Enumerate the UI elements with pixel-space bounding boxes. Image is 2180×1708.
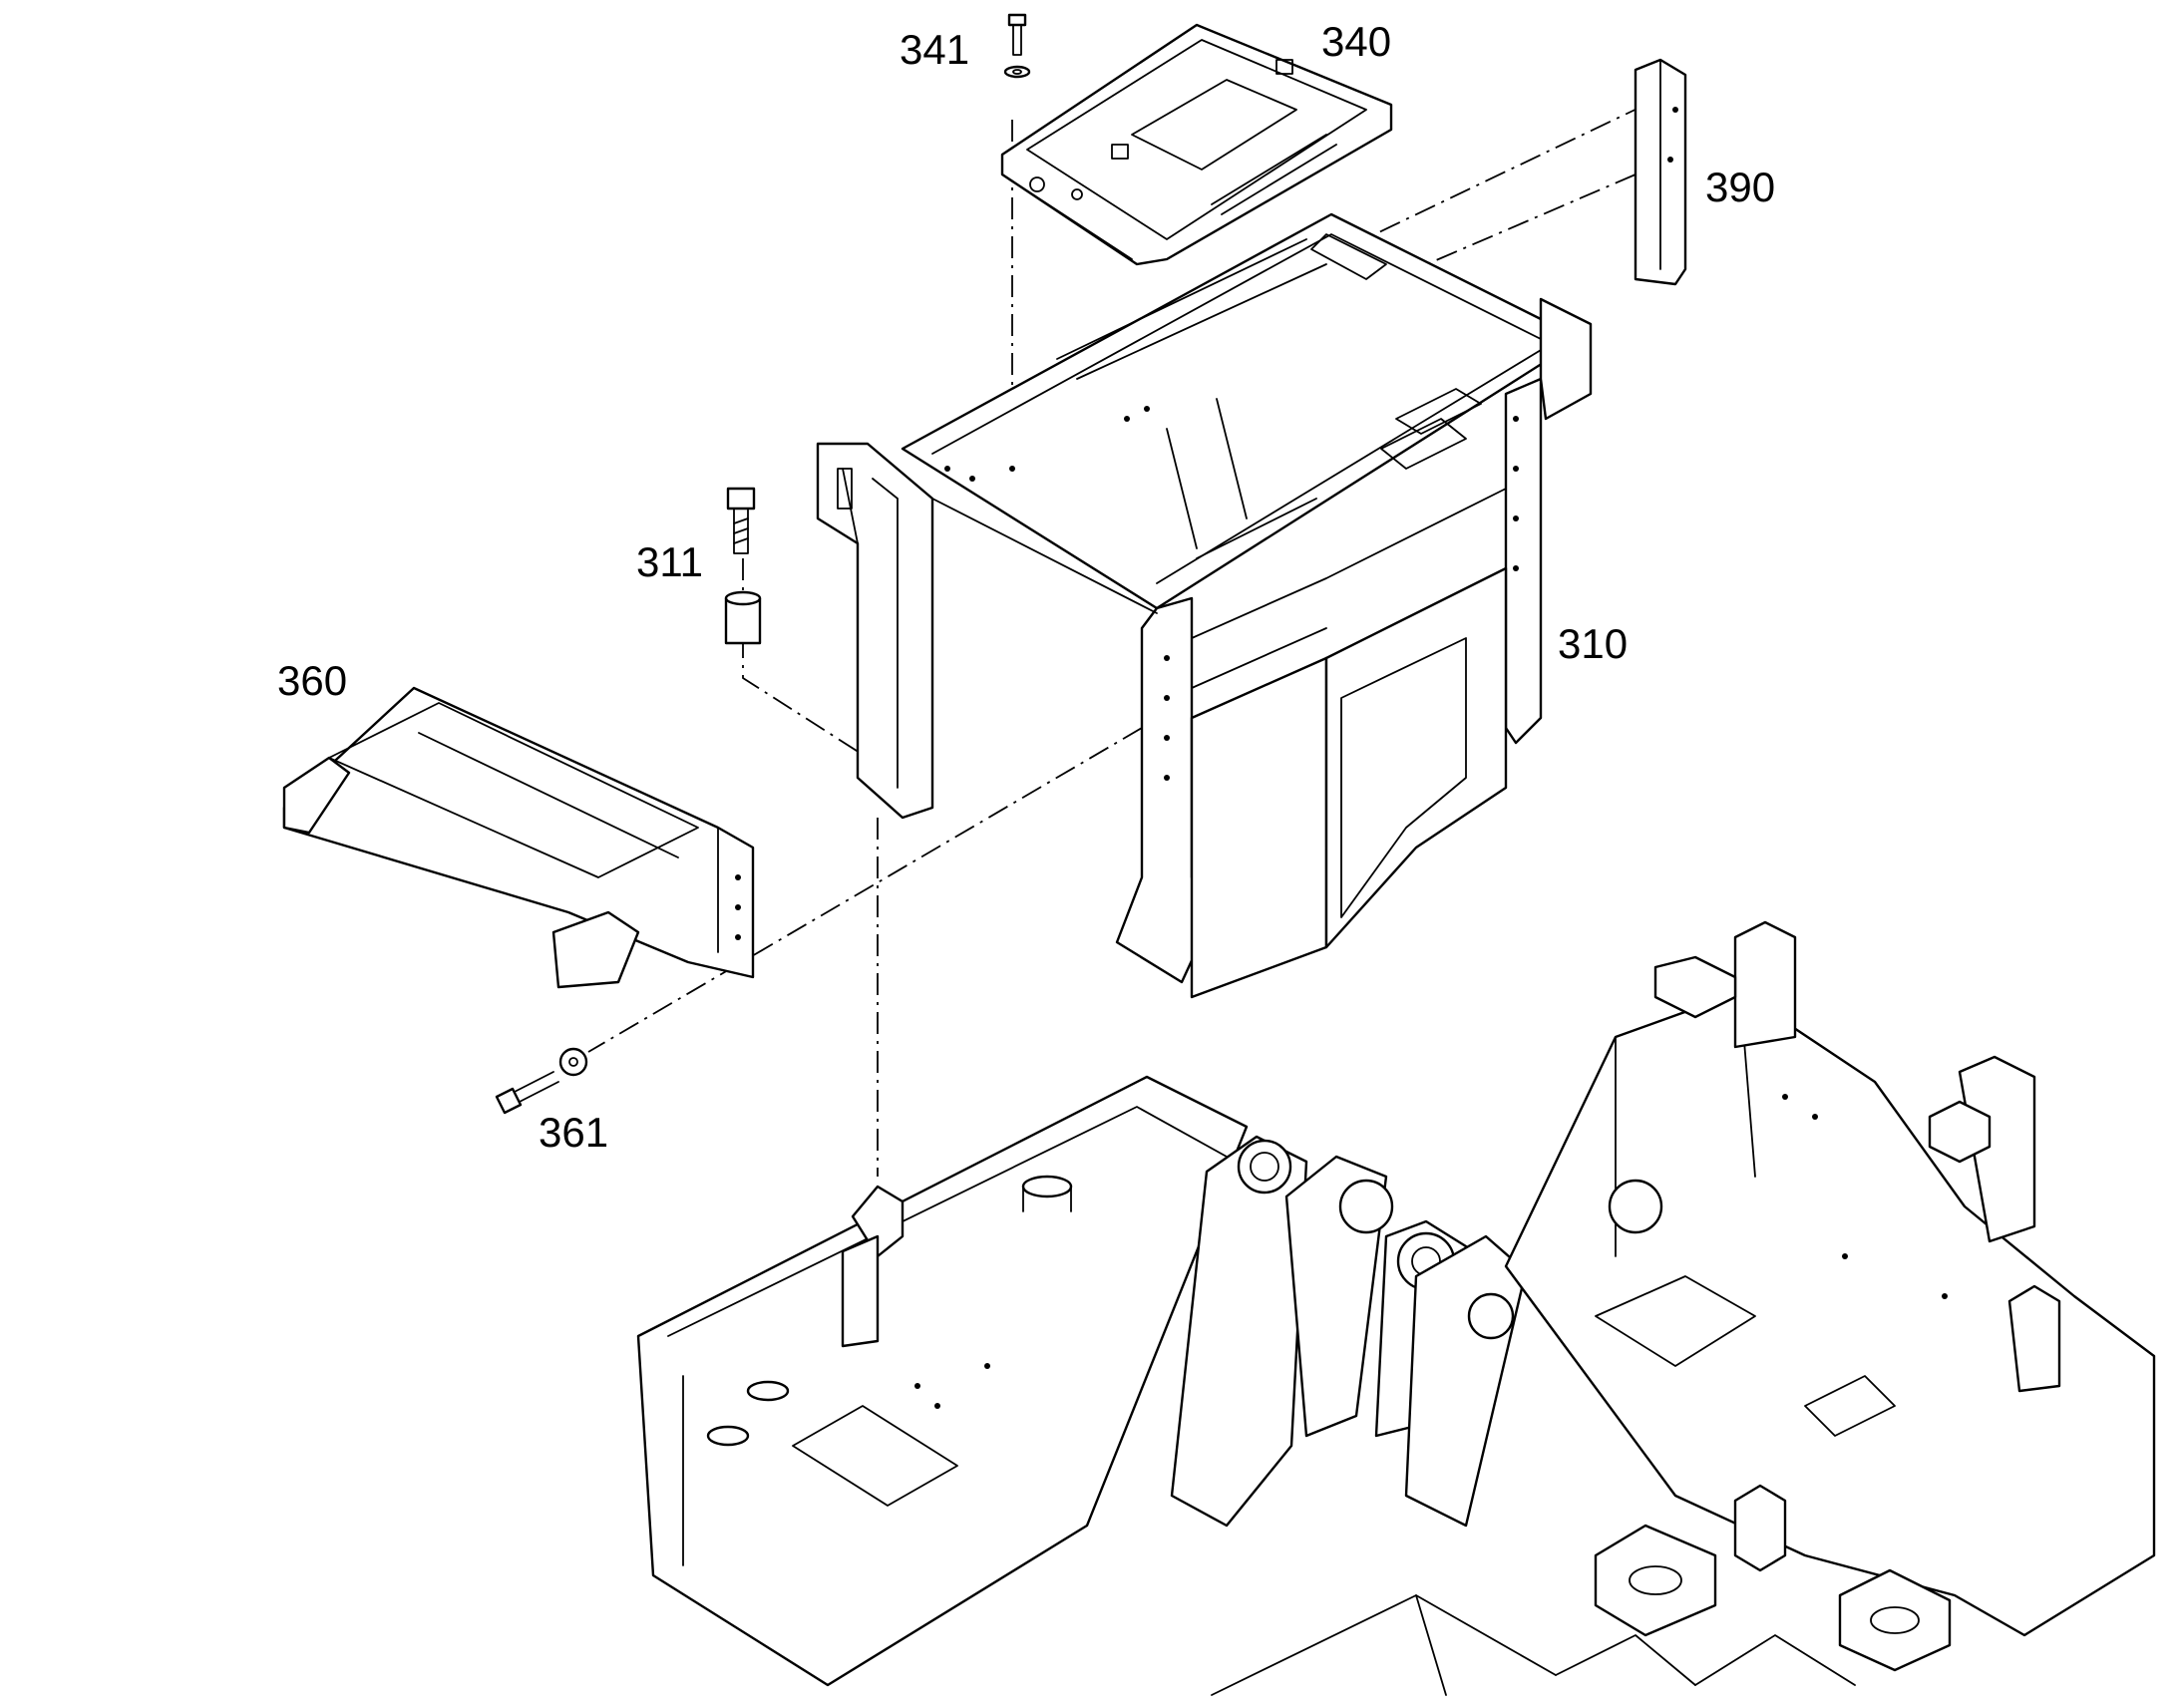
callout-341: 341 [900,26,969,73]
bracket-390 [1634,58,1687,286]
cover-plate-340 [1000,23,1393,266]
callout-311: 311 [636,538,703,585]
callout-310: 310 [1558,620,1628,667]
bolt-washer-361 [495,1047,588,1115]
lower-chassis [636,920,2156,1696]
callout-labels: 310 311 340 341 360 361 390 [277,18,1775,1156]
step-bracket-360 [282,686,755,989]
callout-360: 360 [277,657,347,704]
main-frame-310 [816,212,1593,999]
callout-340: 340 [1321,18,1391,65]
callout-361: 361 [539,1109,608,1156]
callout-390: 390 [1705,164,1775,210]
bolt-spacer-311 [724,487,762,645]
bolt-341 [1003,13,1031,79]
